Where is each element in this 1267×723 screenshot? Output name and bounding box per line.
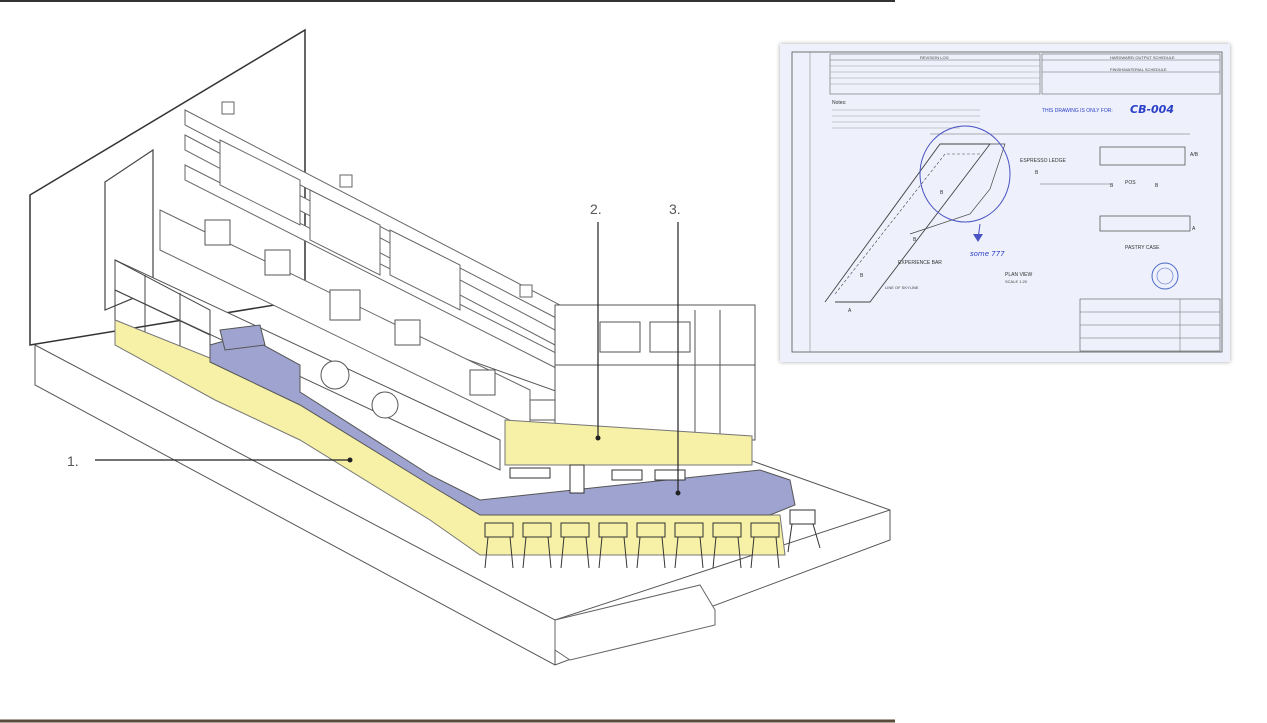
line-of-skyline-label: LINE OF SKYLINE <box>885 285 919 290</box>
section-b-3: B <box>1155 183 1159 189</box>
scale-label: SCALE 1:20 <box>1005 279 1028 284</box>
plan-outline <box>824 143 991 303</box>
hardware-schedule-title: HARDWARE/ OUTPUT SCHEDULE <box>1110 55 1175 60</box>
right-back-block <box>554 304 756 441</box>
callout-2: 2. <box>590 201 602 217</box>
pastry-case-label: PASTRY CASE <box>1125 245 1160 251</box>
section-ab: A/B <box>1190 152 1199 158</box>
plan-sheet-svg: REVISION LOG HARDWARE/ OUTPUT SCHEDULE F… <box>791 51 1223 353</box>
shelving <box>159 101 561 431</box>
section-b-1: B <box>1035 170 1039 176</box>
section-b-6: B <box>860 273 864 279</box>
stool <box>560 522 590 569</box>
stools <box>484 509 821 569</box>
yellow-back-panel <box>504 419 753 466</box>
approval-stamp <box>1151 262 1179 290</box>
callout-3: 3. <box>669 201 681 217</box>
stool <box>598 522 628 569</box>
finish-schedule-title: FINISH/MATERIAL SCHEDULE <box>1110 67 1167 72</box>
drawing-only-for: THIS DRAWING IS ONLY FOR: <box>1042 108 1113 114</box>
revision-log-title: REVISION LOG <box>920 55 949 60</box>
plan-drawing-sheet: REVISION LOG HARDWARE/ OUTPUT SCHEDULE F… <box>780 44 1230 362</box>
section-b-4: B <box>940 190 944 196</box>
floor-step <box>554 584 716 661</box>
section-a-2: A <box>848 308 852 314</box>
stool <box>750 522 780 569</box>
espresso-ledge-outline <box>909 143 1006 235</box>
stool <box>522 522 552 569</box>
blue-pos-block <box>219 324 266 351</box>
drawing-code: CB-004 <box>1130 103 1174 116</box>
stool <box>484 522 514 569</box>
section-b-2: B <box>1110 183 1114 189</box>
notes-title: Notes: <box>832 100 846 106</box>
stool <box>712 522 742 569</box>
experience-bar-label: EXPERIENCE BAR <box>898 260 942 266</box>
plan-view-label: PLAN VIEW <box>1005 272 1033 278</box>
section-a-1: A <box>1192 226 1196 232</box>
handwritten-circle <box>919 125 1011 223</box>
handwritten-note: some 777 <box>970 250 1005 258</box>
espresso-ledge-label: ESPRESSO LEDGE <box>1020 158 1067 164</box>
stool <box>787 509 821 553</box>
stool <box>636 522 666 569</box>
blue-counter-top <box>209 334 796 516</box>
callout-1: 1. <box>67 453 79 469</box>
section-b-5: B <box>913 237 917 243</box>
counter-items <box>509 464 686 494</box>
pos-label: POS <box>1125 180 1136 186</box>
stool <box>674 522 704 569</box>
